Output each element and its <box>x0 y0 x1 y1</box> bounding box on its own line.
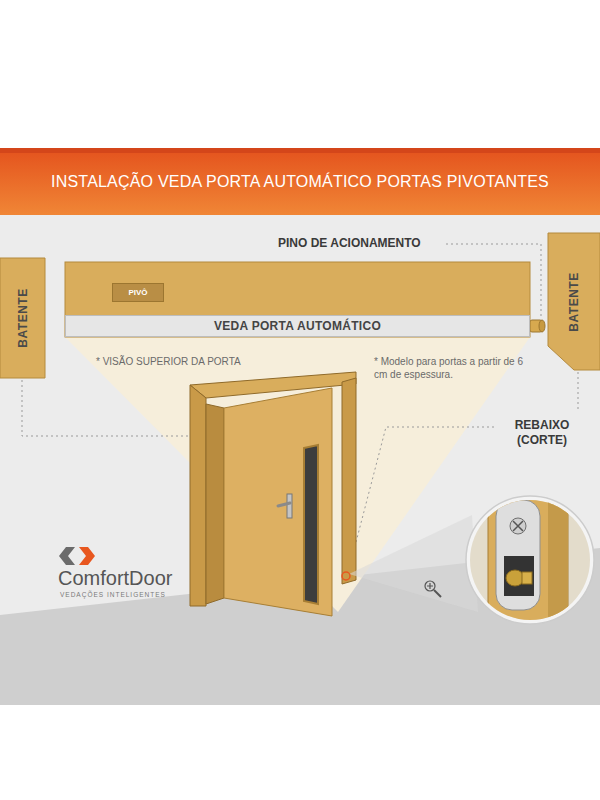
node-label: PIVÔ <box>128 288 147 297</box>
zoom-detail <box>496 500 540 610</box>
note: * VISÃO SUPERIOR DA PORTA <box>96 356 241 369</box>
part-name: REBAIXO (CORTE) <box>500 418 584 448</box>
door-jamb: BATENTE <box>0 258 45 378</box>
door-top-view <box>65 262 530 337</box>
magnifier-icon <box>425 581 435 591</box>
header-band <box>0 148 600 215</box>
door-leaf <box>278 503 290 506</box>
zoom-detail <box>504 556 534 596</box>
header-band <box>0 148 600 153</box>
magnifier-icon <box>427 583 433 589</box>
zoom-detail <box>460 490 600 630</box>
door-frame <box>342 378 356 584</box>
zoom-detail <box>510 518 526 534</box>
zoom-detail <box>488 490 568 630</box>
brand-name: ComfortDoor <box>58 566 172 591</box>
door-leaf <box>224 388 332 616</box>
door-top-view <box>65 262 530 337</box>
note: * Modelo para portas a partir de 6 cm de… <box>374 356 524 381</box>
node-label: BATENTE <box>567 272 581 331</box>
door-leaf <box>206 388 332 616</box>
zoom-beam <box>342 572 350 580</box>
header-band <box>0 148 600 215</box>
door-leaf <box>287 494 292 518</box>
zoom-beam <box>349 515 478 612</box>
logo-icon <box>59 547 95 565</box>
magnifier-icon <box>425 581 441 597</box>
node-label: BATENTE <box>16 288 30 347</box>
zoom-detail <box>513 521 523 531</box>
zoom-detail <box>548 490 568 630</box>
part-name: PINO DE ACIONAMENTO <box>278 236 421 251</box>
actuation-pin <box>539 320 545 332</box>
door-frame <box>190 385 206 606</box>
pivot-box: PIVÔ <box>112 283 164 302</box>
node-label: VEDA PORTA AUTOMÁTICO <box>214 319 381 333</box>
brand-tagline: VEDAÇÕES INTELIGENTES <box>60 591 166 599</box>
zoom-detail <box>460 490 600 630</box>
wall-background <box>0 215 600 705</box>
page-title: INSTALAÇÃO VEDA PORTA AUTOMÁTICO PORTAS … <box>10 148 590 215</box>
leader-line <box>446 244 541 316</box>
door-leaf <box>304 445 318 604</box>
door-jamb-outline <box>0 258 45 378</box>
logo-icon <box>79 547 95 565</box>
door-leaf <box>206 404 224 604</box>
zoom-beam <box>342 515 478 612</box>
wall-background <box>0 215 600 705</box>
zoom-detail <box>506 570 524 586</box>
door-jamb: BATENTE <box>548 233 600 370</box>
zoom-detail <box>522 572 532 584</box>
leader-line <box>22 380 188 436</box>
actuation-pin <box>530 320 545 332</box>
leader-line <box>578 372 579 412</box>
door-jamb-outline <box>548 233 600 370</box>
seal-strip: VEDA PORTA AUTOMÁTICO <box>65 315 530 337</box>
logo-icon <box>59 547 75 565</box>
magnifier-icon <box>434 590 441 597</box>
zoom-detail <box>460 490 600 630</box>
